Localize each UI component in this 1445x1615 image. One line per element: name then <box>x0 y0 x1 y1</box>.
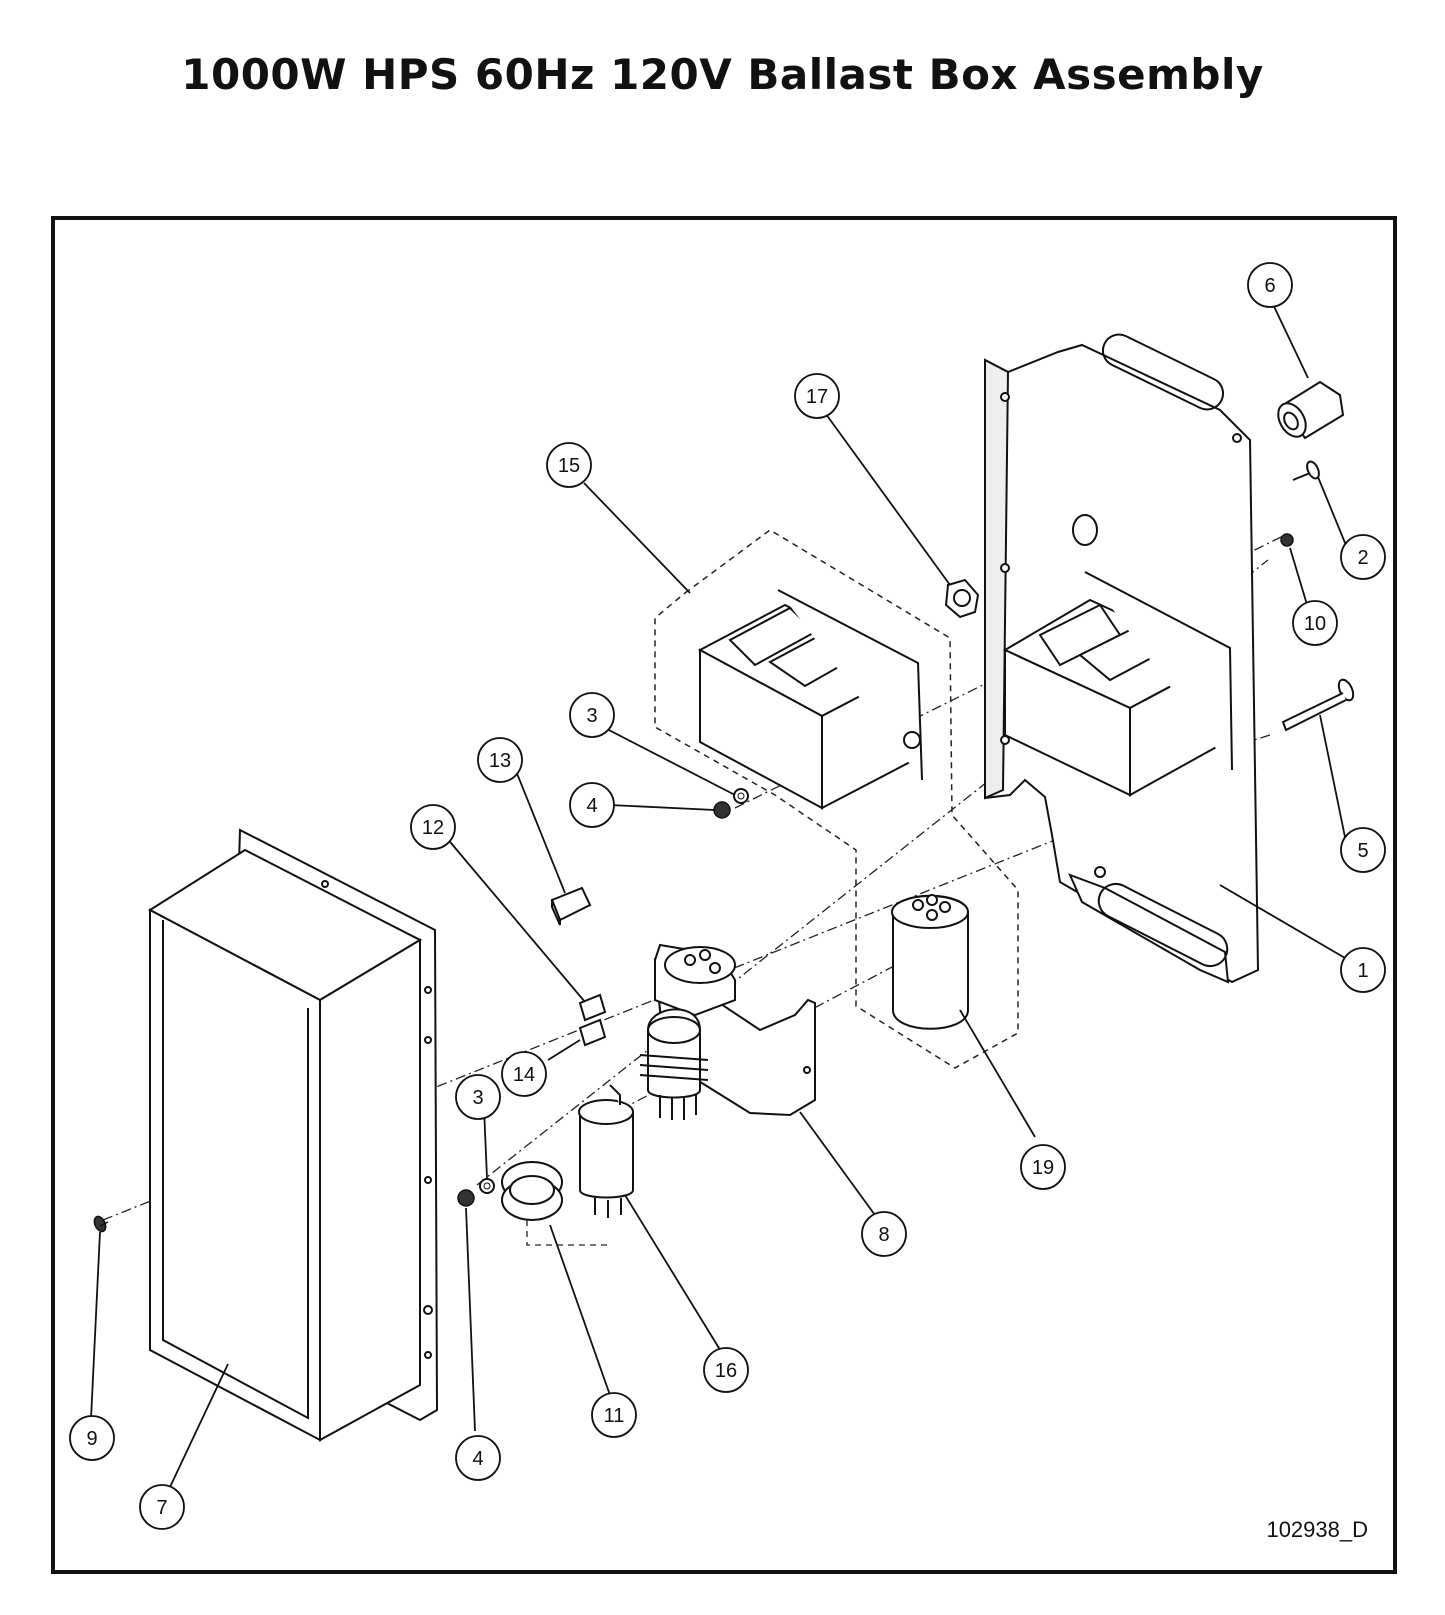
callout-label: 13 <box>489 750 511 772</box>
callout-label: 5 <box>1357 840 1368 862</box>
callout-label: 12 <box>422 817 444 839</box>
washer-3-upper <box>733 788 749 804</box>
callout-label: 6 <box>1264 275 1275 297</box>
callout-19: 19 <box>1020 1144 1066 1190</box>
callout-1: 1 <box>1340 947 1386 993</box>
callout-label: 17 <box>806 386 828 408</box>
capacitor-16 <box>578 1084 634 1218</box>
igniter <box>639 1008 709 1120</box>
ballast-kit-outline <box>654 529 1019 1069</box>
nut-4-upper <box>713 801 731 819</box>
callout-13: 13 <box>477 737 523 783</box>
callout-label: 3 <box>472 1087 483 1109</box>
connector-12-14 <box>578 993 607 1047</box>
callout-label: 4 <box>472 1448 483 1470</box>
mounted-ballast <box>1002 571 1233 797</box>
leader-lines <box>90 297 1351 1488</box>
callout-5: 5 <box>1340 827 1386 873</box>
callout-7: 7 <box>139 1484 185 1530</box>
callout-label: 1 <box>1357 960 1368 982</box>
cord-grip-6 <box>1277 380 1345 440</box>
callout-12: 12 <box>410 804 456 850</box>
callout-4-upper: 4 <box>569 782 615 828</box>
callout-6: 6 <box>1247 262 1293 308</box>
callout-label: 19 <box>1032 1157 1054 1179</box>
callout-label: 9 <box>86 1428 97 1450</box>
enclosure-7 <box>148 828 439 1442</box>
callout-label: 8 <box>878 1224 889 1246</box>
callout-8: 8 <box>861 1211 907 1257</box>
dual-capacitor <box>654 943 736 1017</box>
callout-15: 15 <box>546 442 592 488</box>
callout-3-upper: 3 <box>569 692 615 738</box>
screw-9 <box>93 1215 109 1233</box>
page-title: 1000W HPS 60Hz 120V Ballast Box Assembly <box>181 50 1264 99</box>
nut-4-lower <box>457 1189 475 1207</box>
drawing-number: 102938_D <box>1266 1517 1368 1542</box>
callout-9: 9 <box>69 1415 115 1461</box>
callout-11: 11 <box>591 1392 637 1438</box>
callout-label: 7 <box>156 1497 167 1519</box>
callout-3-lower: 3 <box>455 1074 501 1120</box>
callout-10: 10 <box>1292 600 1338 646</box>
connector-13 <box>550 886 592 926</box>
capacitor-19 <box>891 894 969 1030</box>
clamp-11 <box>501 1161 563 1221</box>
callout-label: 2 <box>1357 547 1368 569</box>
callout-16: 16 <box>703 1347 749 1393</box>
callout-label: 3 <box>586 705 597 727</box>
callout-label: 15 <box>558 455 580 477</box>
callout-14: 14 <box>501 1051 547 1097</box>
callout-label: 10 <box>1304 613 1326 635</box>
callout-17: 17 <box>794 373 840 419</box>
screw-2 <box>1292 460 1320 481</box>
ballast-15 <box>697 589 923 810</box>
callout-label: 14 <box>513 1064 535 1086</box>
diagram-frame <box>51 216 1397 1574</box>
callout-label: 16 <box>715 1360 737 1382</box>
bolt-5 <box>1281 678 1355 732</box>
lock-nut-17 <box>944 578 980 619</box>
callout-2: 2 <box>1340 534 1386 580</box>
nut-10 <box>1280 533 1294 547</box>
callout-label: 11 <box>604 1405 625 1427</box>
washer-3-lower <box>479 1178 495 1194</box>
callout-4-lower: 4 <box>455 1435 501 1481</box>
callout-label: 4 <box>586 795 597 817</box>
